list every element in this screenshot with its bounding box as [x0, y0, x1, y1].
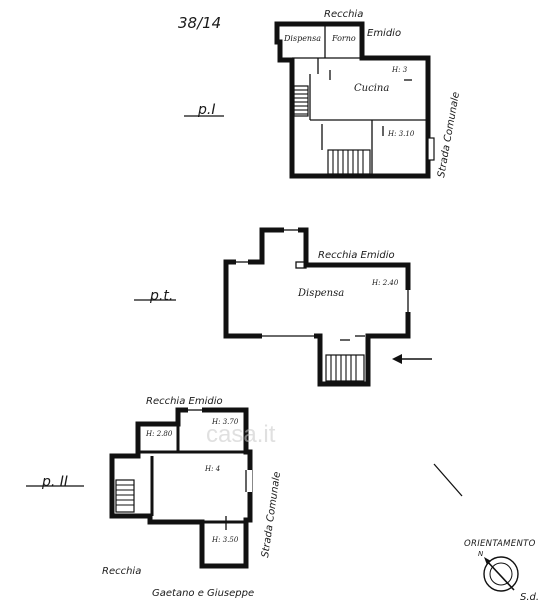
orientation-label: ORIENTAMENTO	[464, 539, 536, 549]
room-label-oven: Forno	[331, 34, 356, 43]
floor-label-second: p. II	[41, 474, 68, 490]
height-second-bottom: H: 3.50	[211, 536, 239, 544]
height-second-main: H: 4	[204, 465, 220, 473]
neighbor-ground-floor: Recchia Emidio	[318, 250, 395, 261]
page-mark: S.d.	[520, 592, 539, 600]
compass-inner-ring	[489, 562, 513, 586]
street-label-first: Strada Comunale	[436, 91, 462, 178]
compass-outer-ring	[483, 556, 519, 592]
stairs-first-floor-bottom	[327, 149, 371, 175]
floor-label-ground: p.t.	[149, 288, 173, 304]
room-label-pantry-first: Dispensa	[283, 34, 321, 43]
floor-label-first: p.I	[197, 102, 215, 118]
stairs-first-floor-bottom-treads	[332, 150, 364, 174]
entrance-arrow-icon	[392, 354, 432, 364]
first-floor-plan: Recchia Emidio	[184, 9, 462, 179]
room-label-pantry-ground: Dispensa	[297, 288, 344, 299]
stairs-second-floor	[115, 479, 135, 513]
ground-floor-plan: Recchia Emidio Dispensa	[134, 226, 432, 387]
height-kitchen: H: 3	[391, 66, 408, 74]
height-second-top: H: 3.70	[211, 418, 239, 426]
stairs-ground-floor-treads	[330, 355, 357, 381]
first-floor-outer-wall	[274, 21, 431, 179]
neighbor-bottom-second-2: Gaetano e Giuseppe	[152, 588, 254, 599]
compass-needle-icon	[484, 557, 515, 591]
room-label-kitchen: Cucina	[354, 83, 389, 94]
watermark: casa.it	[206, 421, 276, 448]
compass-north: N	[478, 550, 484, 558]
neighbor-top-first-floor-1: Recchia	[324, 9, 363, 20]
height-first-small: H: 3.10	[387, 130, 415, 138]
neighbor-top-second-floor: Recchia Emidio	[146, 396, 223, 407]
second-floor-plan: Recchia Emidio H: 3.70 H: 2.80 H: 4 H: 3…	[26, 396, 283, 599]
neighbor-bottom-second-1: Recchia	[102, 566, 141, 577]
stairs-second-floor-treads	[116, 484, 134, 506]
height-second-left: H: 2.80	[145, 430, 173, 438]
neighbor-top-first-floor-2: Emidio	[367, 28, 401, 39]
stairs-ground-floor	[325, 354, 365, 382]
height-ground: H: 2.40	[371, 279, 399, 287]
orientation-compass: ORIENTAMENTO N	[464, 539, 536, 592]
corner-note: 38/14	[178, 14, 221, 32]
stairs-first-floor-left-treads	[294, 89, 308, 115]
street-label-second: Strada Comunale	[260, 471, 283, 558]
